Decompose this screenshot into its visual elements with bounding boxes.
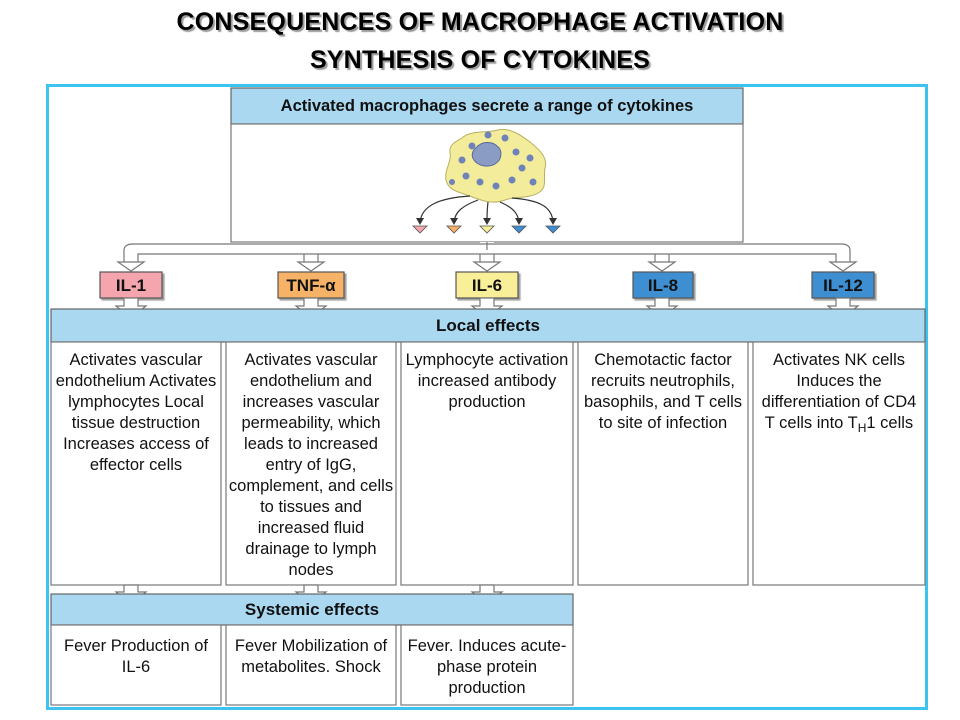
secretion-arrowheads xyxy=(416,218,557,225)
cytokine-tag-tnf-alpha xyxy=(277,271,345,299)
title-line-2: SYNTHESIS OF CYTOKINES xyxy=(309,46,651,74)
cytokine-tags xyxy=(99,271,875,299)
cytokine-tag-il8 xyxy=(632,271,694,299)
cytokine-tag-il6 xyxy=(455,271,519,299)
secreted-cytokine-triangles xyxy=(412,225,561,234)
connector-arrowheads xyxy=(116,261,858,272)
cytokine-tag-il12 xyxy=(811,271,875,299)
macrophage-cell-icon xyxy=(445,128,547,203)
local-effect-cells xyxy=(50,341,926,586)
connector-tree xyxy=(123,242,851,264)
systemic-effects-bar xyxy=(50,593,574,626)
cytokine-tag-il1 xyxy=(99,271,163,299)
systemic-effect-cells xyxy=(50,624,574,706)
local-effects-bar xyxy=(50,308,926,343)
title-line-1: CONSEQUENCES OF MACROPHAGE ACTIVATION xyxy=(176,8,784,36)
header-banner-box xyxy=(230,87,744,125)
